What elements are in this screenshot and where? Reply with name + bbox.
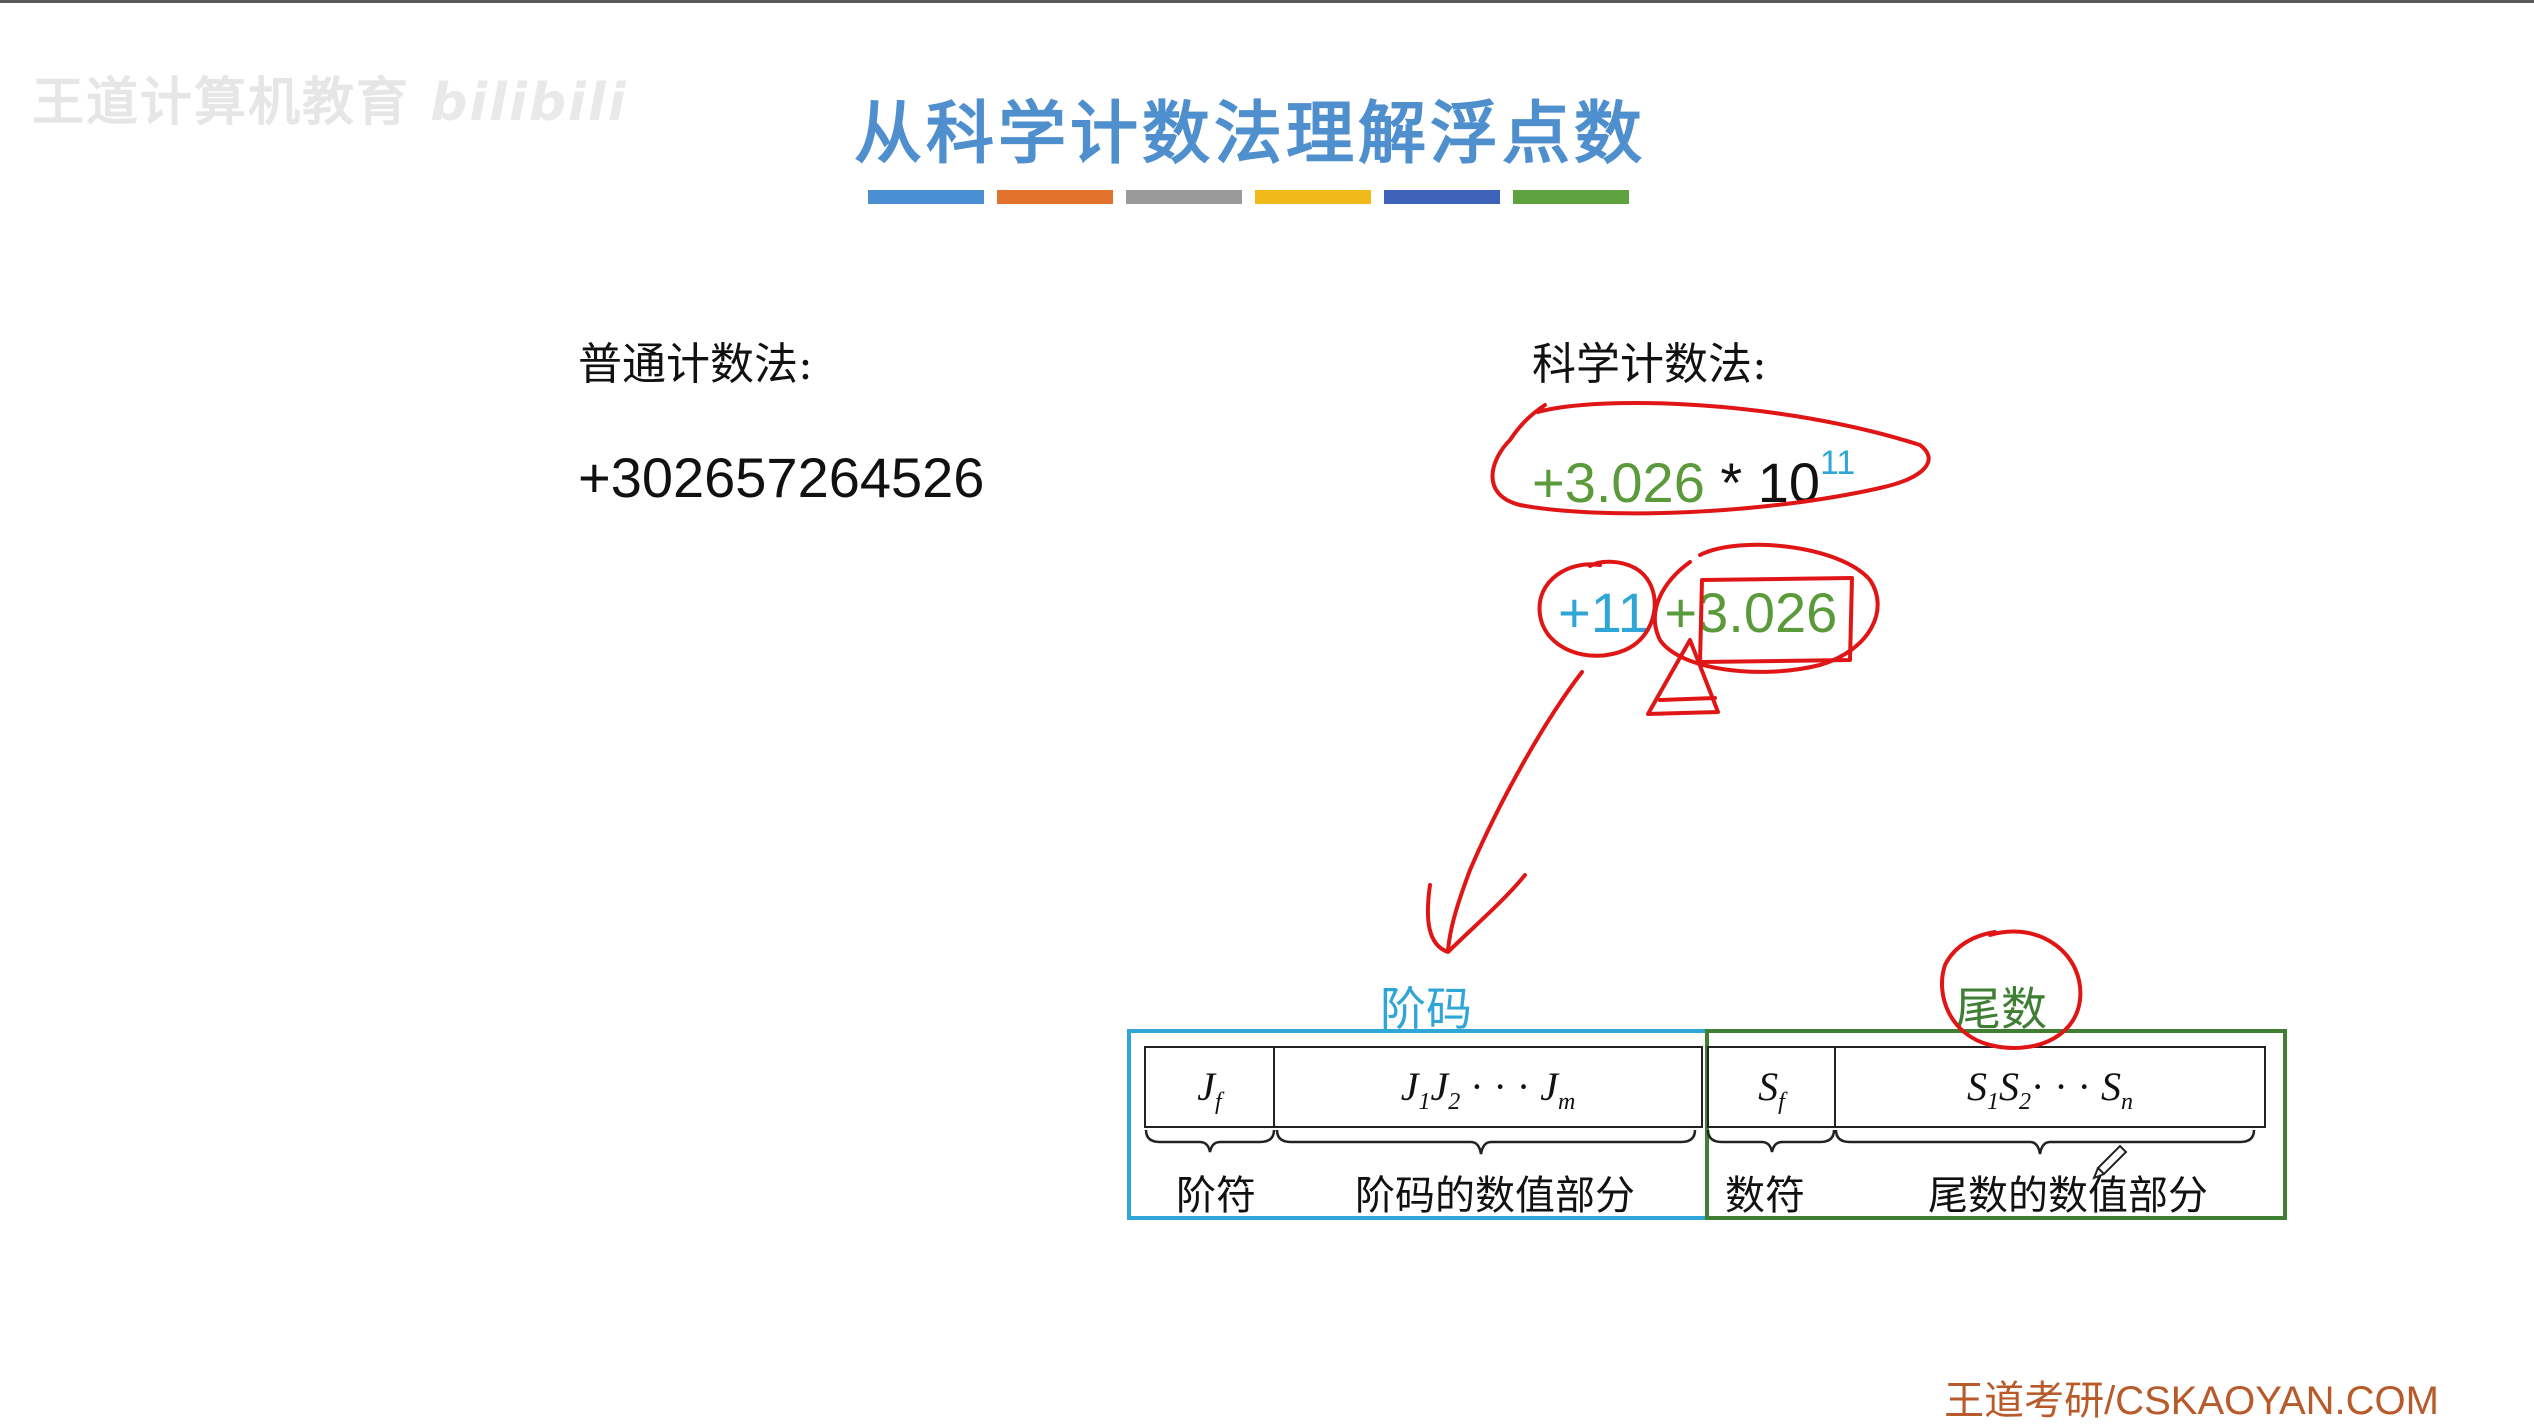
sn1-sub: 1 <box>1987 1089 2000 1115</box>
annotation-circle-mantissa-header <box>1940 929 2083 1050</box>
ordinary-notation-label: 普通计数法: <box>578 339 813 390</box>
red-annotations <box>1425 401 2083 1050</box>
title-bar-1 <box>868 190 984 204</box>
jm2-letter: J <box>1430 1064 1449 1109</box>
brace-mantissa-value <box>1834 1129 2256 1155</box>
title-bar-4 <box>1255 190 1371 204</box>
top-border-line <box>0 0 2534 3</box>
exponent-header: 阶码 <box>1380 982 1472 1036</box>
pencil-cursor-icon <box>2092 1144 2128 1180</box>
label-exponent-value: 阶码的数值部分 <box>1355 1173 1635 1219</box>
jf-letter: J <box>1197 1064 1216 1109</box>
footer-brand: 王道考研/CSKAOYAN.COM <box>1944 1379 2439 1423</box>
sn-dots: · · · <box>2031 1064 2101 1109</box>
brace-mantissa-sign <box>1706 1129 1836 1153</box>
ordinary-notation-number: +302657264526 <box>578 446 985 509</box>
encoded-form: +11 +3.026 <box>1558 580 1837 645</box>
label-mantissa-sign: 数符 <box>1725 1173 1805 1219</box>
sn1-letter: S <box>1967 1064 1988 1109</box>
sf-sub: f <box>1778 1089 1785 1115</box>
watermark: 王道计算机教育 bilibili <box>32 60 628 135</box>
watermark-brand: 王道计算机教育 <box>32 73 411 133</box>
jm2-sub: 2 <box>1448 1089 1461 1115</box>
title-bar-3 <box>1126 190 1242 204</box>
label-mantissa-value: 尾数的数值部分 <box>1928 1173 2208 1219</box>
snn-letter: S <box>2100 1064 2121 1109</box>
brace-exponent-value <box>1275 1129 1697 1155</box>
jmm-sub: m <box>1557 1089 1576 1115</box>
jm1-sub: 1 <box>1418 1089 1431 1115</box>
encoded-exponent: +11 <box>1558 581 1649 644</box>
annotation-arrow-line <box>1446 670 1584 952</box>
snn-sub: n <box>2120 1089 2133 1115</box>
jmm-letter: J <box>1540 1064 1558 1109</box>
annotation-ellipse-scientific <box>1490 401 1931 516</box>
sci-exponent: 11 <box>1820 444 1856 482</box>
title-bar-5 <box>1384 190 1500 204</box>
title-bar-6 <box>1513 190 1629 204</box>
annotation-triangle <box>1646 638 1720 716</box>
brace-exponent-sign <box>1144 1129 1276 1153</box>
annotation-circle-exponent <box>1537 559 1657 658</box>
mantissa-header: 尾数 <box>1955 982 2047 1036</box>
braces <box>1144 1129 2256 1155</box>
encoded-mantissa: +3.026 <box>1664 581 1838 644</box>
label-exponent-sign: 阶符 <box>1176 1173 1256 1219</box>
jm-dots: · · · <box>1460 1064 1541 1109</box>
scientific-notation-expression: +3.026 * 1011 <box>1532 444 1855 515</box>
sf-letter: S <box>1758 1064 1779 1109</box>
sn2-sub: 2 <box>2019 1089 2032 1115</box>
cell-mantissa-value: S1S2· · · Sn <box>1834 1046 2266 1128</box>
sn2-letter: S <box>1999 1064 2020 1109</box>
scientific-notation-label: 科学计数法: <box>1532 339 1767 390</box>
watermark-bilibili-logo: bilibili <box>430 73 628 133</box>
slide-title: 从科学计数法理解浮点数 <box>853 95 1646 174</box>
cell-exponent-value: J1J2 · · · Jm <box>1273 1046 1703 1128</box>
annotation-arrow-head <box>1425 873 1527 954</box>
jf-sub: f <box>1215 1089 1222 1115</box>
title-bar-2 <box>997 190 1113 204</box>
jm1-letter: J <box>1400 1064 1419 1109</box>
sci-mantissa: +3.026 <box>1532 451 1705 514</box>
annotation-box-mantissa <box>1698 576 1854 664</box>
annotation-circle-mantissa <box>1652 542 1880 674</box>
